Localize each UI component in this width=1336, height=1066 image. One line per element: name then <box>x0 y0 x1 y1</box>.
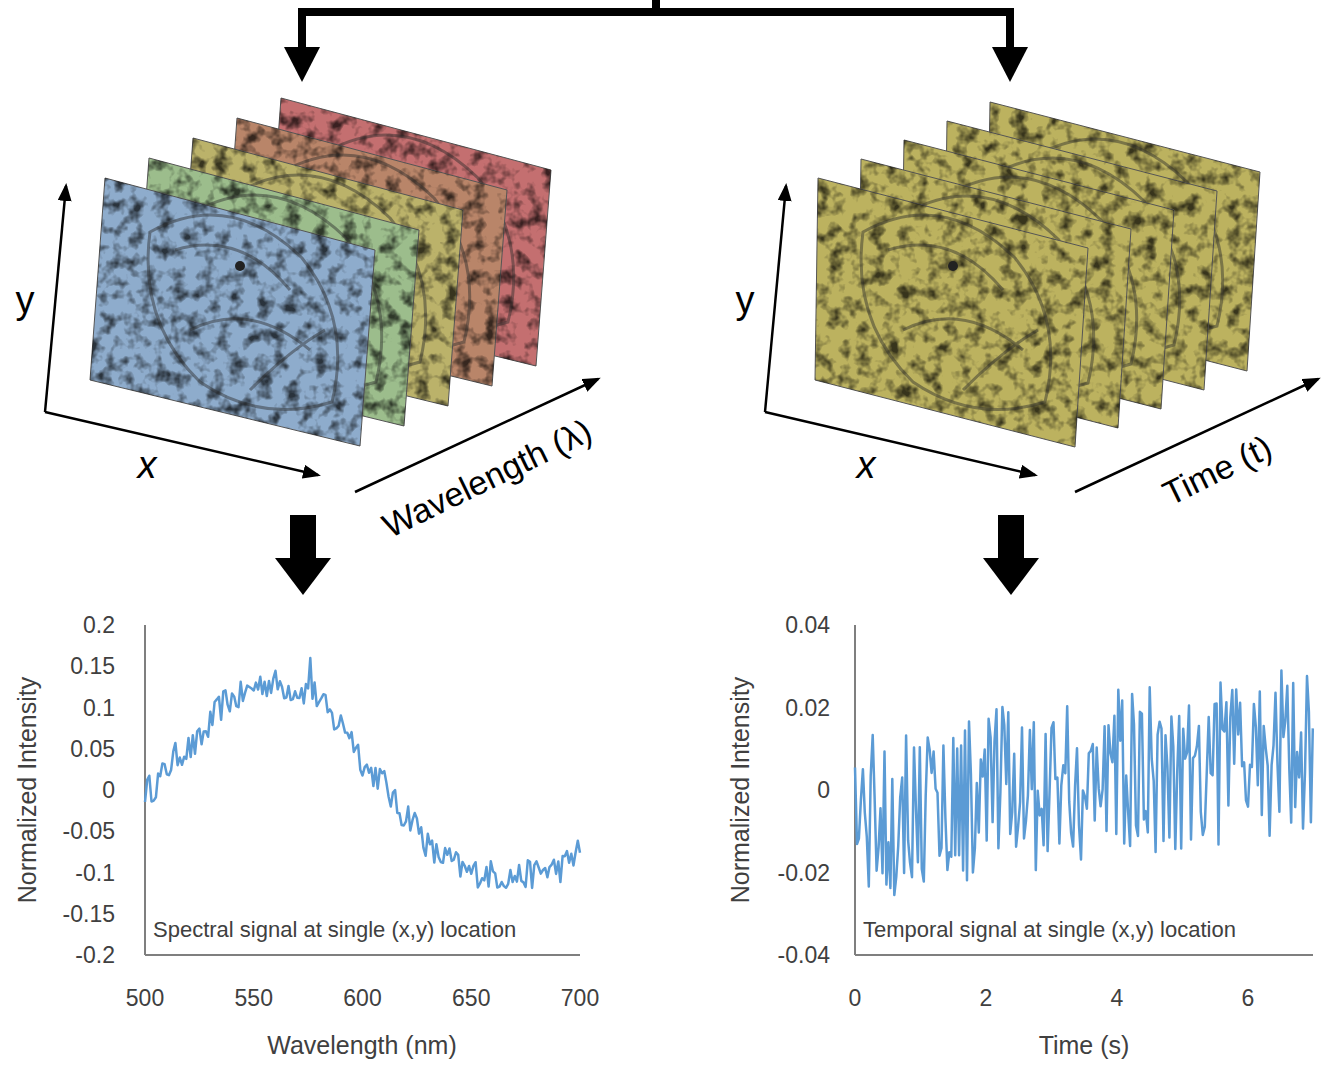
chart-annotation: Temporal signal at single (x,y) location <box>863 919 1236 941</box>
tick-label: 0.15 <box>70 655 115 678</box>
tick-label: 0 <box>817 779 830 802</box>
tick-label: 0.02 <box>785 696 830 719</box>
tick-label: -0.1 <box>75 861 115 884</box>
axis-title: Wavelength (nm) <box>267 1033 456 1058</box>
chart-axes <box>145 625 1313 955</box>
tick-label: 0.2 <box>83 614 115 637</box>
axis-title: Normalized Intensity <box>728 677 753 903</box>
tick-label: -0.02 <box>778 861 830 884</box>
tick-label: 500 <box>126 987 164 1010</box>
axis-label: Time (t) <box>1157 429 1276 510</box>
tick-label: -0.04 <box>778 944 830 967</box>
tick-label: 700 <box>561 987 599 1010</box>
tick-label: 550 <box>235 987 273 1010</box>
tick-label: 0.1 <box>83 696 115 719</box>
tick-label: -0.15 <box>63 902 115 925</box>
tick-label: 0.04 <box>785 614 830 637</box>
tick-label: 6 <box>1242 987 1255 1010</box>
stack-axes <box>45 186 1318 492</box>
axis-label: x <box>138 446 157 484</box>
tick-label: 600 <box>343 987 381 1010</box>
axis-label: y <box>736 281 755 319</box>
chart-annotation: Spectral signal at single (x,y) location <box>153 919 516 941</box>
tick-label: -0.05 <box>63 820 115 843</box>
split-arrow <box>284 0 1028 82</box>
axis-label: x <box>857 446 876 484</box>
axis-label: y <box>16 281 35 319</box>
tick-label: 650 <box>452 987 490 1010</box>
tick-label: 4 <box>1111 987 1124 1010</box>
axis-title: Time (s) <box>1039 1033 1130 1058</box>
signal-line <box>145 658 580 888</box>
axis-label: Wavelength (λ) <box>377 413 596 543</box>
signal-line <box>855 670 1313 895</box>
spectral-frame-stack <box>90 98 551 446</box>
axis-title: Normalized Intensity <box>15 677 40 903</box>
tick-label: 0.05 <box>70 737 115 760</box>
tick-label: 0 <box>102 779 115 802</box>
tick-label: 2 <box>980 987 993 1010</box>
temporal-frame-stack <box>815 102 1260 447</box>
tick-label: 0 <box>849 987 862 1010</box>
tick-label: -0.2 <box>75 944 115 967</box>
